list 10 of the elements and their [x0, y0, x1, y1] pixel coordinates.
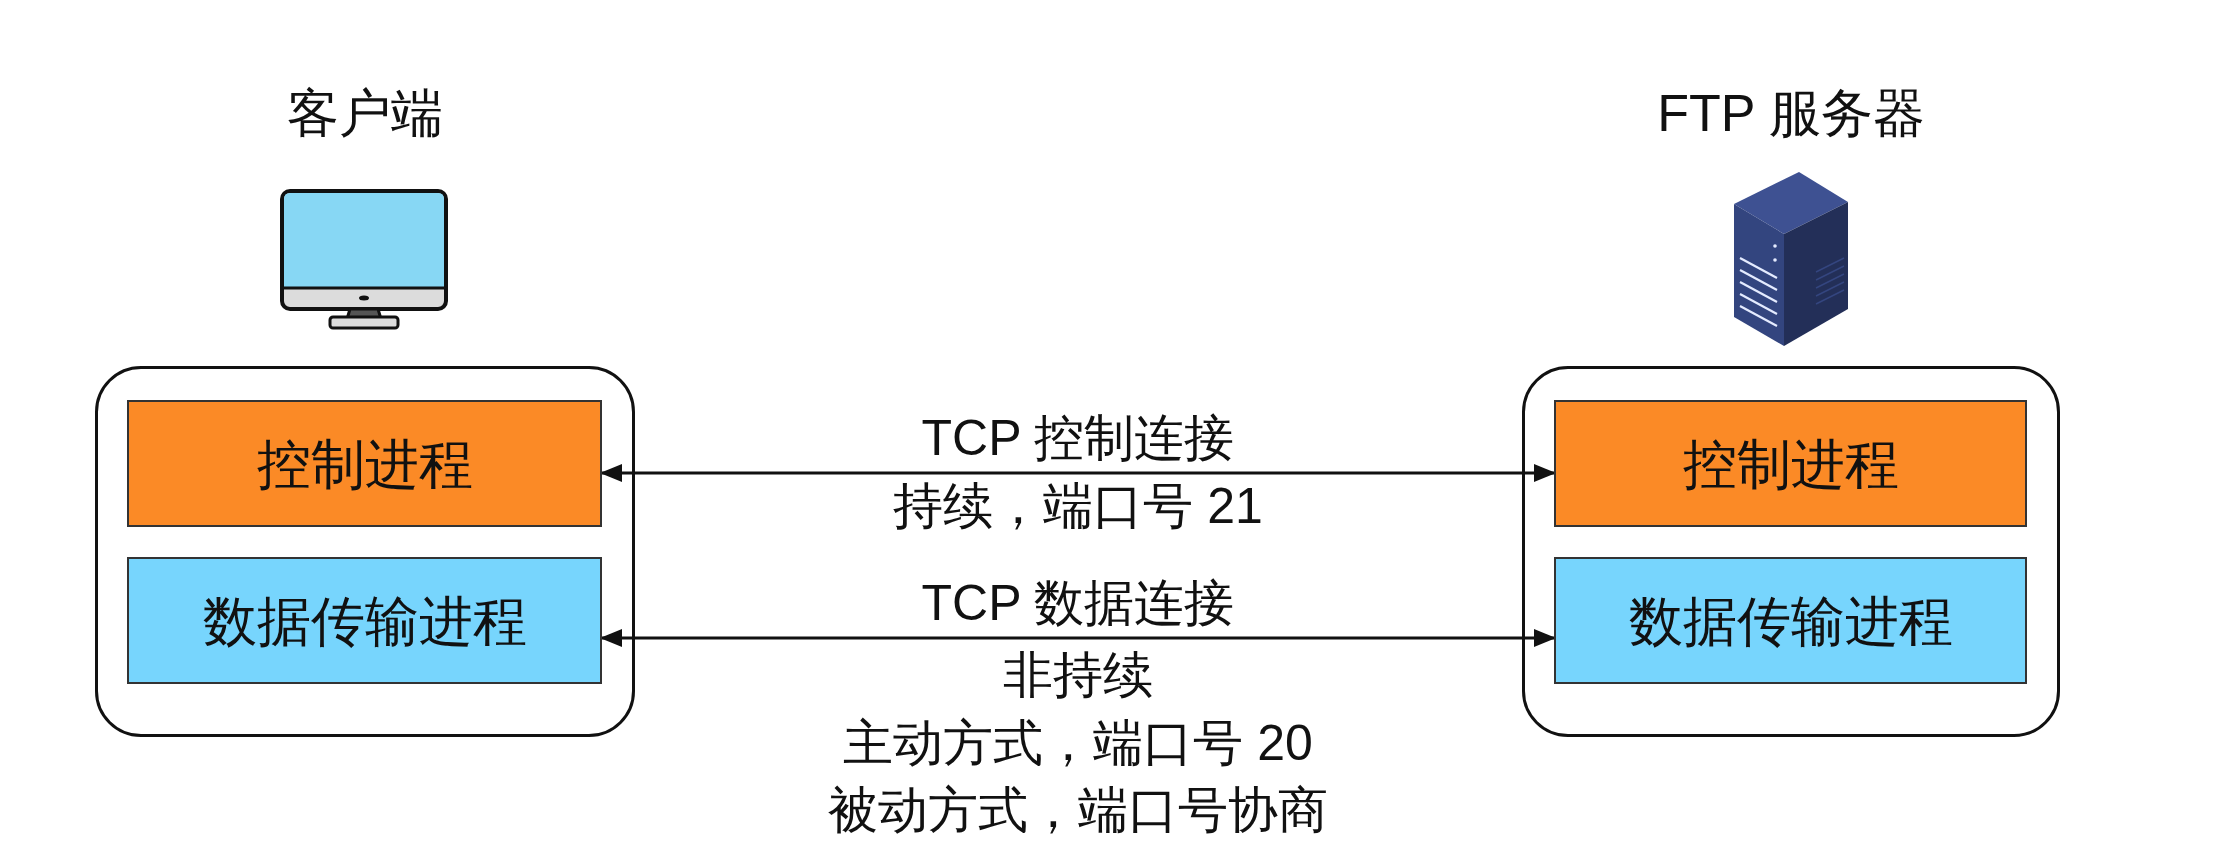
process-box: [1554, 557, 2027, 684]
process-label: 数据传输进程: [202, 589, 527, 652]
column-title: 客户端: [287, 83, 443, 143]
process-label: 控制进程: [1682, 432, 1899, 495]
process-box: [127, 557, 602, 684]
process-box: [1554, 400, 2027, 527]
process-box: [127, 400, 602, 527]
process-label: 控制进程: [256, 432, 473, 495]
process-label: 数据传输进程: [1628, 589, 1953, 652]
column-title: FTP 服务器: [1657, 83, 1925, 143]
